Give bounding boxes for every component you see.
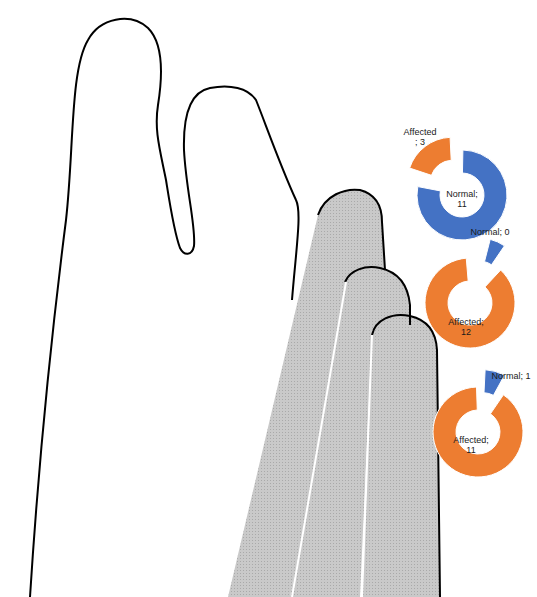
chart-label: Affected ; 3 xyxy=(402,128,438,148)
toe-gap xyxy=(362,335,372,597)
donut-chart xyxy=(410,137,507,240)
foot-outline xyxy=(30,19,299,597)
toe-gap xyxy=(292,282,346,597)
fourth-toe-outline xyxy=(345,267,410,325)
chart-label: Affected; 12 xyxy=(446,318,486,338)
donut-slice xyxy=(433,387,523,477)
donut-slice xyxy=(425,258,515,348)
donut-slice xyxy=(485,239,505,264)
chart-label: Normal; 1 xyxy=(490,372,532,382)
chart-label: Affected; 11 xyxy=(450,436,492,456)
donut-chart xyxy=(425,239,515,348)
chart-label: Normal; 0 xyxy=(470,228,510,238)
fifth-toe-outline xyxy=(372,315,440,597)
donut-chart xyxy=(433,370,523,477)
third-toe-outline xyxy=(318,190,385,270)
chart-label: Normal; 11 xyxy=(444,190,480,210)
fifth-toe xyxy=(362,315,440,597)
